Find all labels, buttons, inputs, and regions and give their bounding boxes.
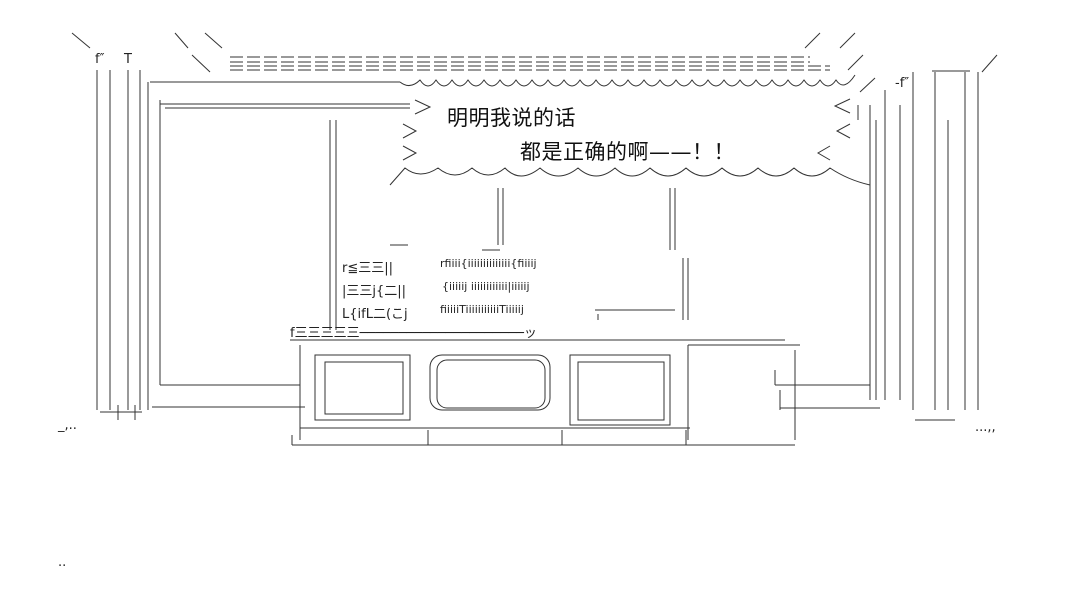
corner-bottom-dots: .. — [58, 555, 67, 570]
back-wall-frame — [160, 103, 689, 330]
corner-left-dots: _,.. — [58, 418, 77, 433]
mark-f-left: f″ — [95, 52, 105, 67]
mark-t: T — [124, 52, 132, 67]
bottle-row-3: fiiiiiTiiiiiiiiiiiTiiiiij — [440, 303, 524, 316]
shelf-row-1: r≦三三|| — [342, 261, 393, 276]
ceiling-beam — [230, 56, 830, 71]
shelf-bracket — [390, 244, 675, 320]
ceiling-diagonal-right — [804, 32, 821, 49]
speech-line-1: 明明我说的话 — [447, 106, 576, 130]
counter-top-ascii: f三三三三三─────────────────────ッ — [290, 326, 537, 341]
corner-right-dots: ...,, — [975, 420, 996, 435]
mark-f-right: -f″ — [895, 76, 910, 91]
bottle-row-2: {iiiiij iiiiiiiiiiii|iiiiij — [442, 280, 530, 293]
speech-line-2: 都是正确的啊——！！ — [520, 140, 735, 164]
right-pillars — [857, 72, 979, 421]
shelf-row-3: L{ifL二(こj — [342, 307, 408, 322]
speech-bubble — [389, 74, 871, 186]
left-pillars — [96, 70, 161, 420]
ceiling-diagonal-left — [71, 32, 91, 49]
counter — [152, 339, 880, 446]
shelf-row-2: |三三j{二|| — [342, 284, 407, 299]
bottle-row-1: rfiiii{iiiiiiiiiiiiii{fiiiij — [440, 257, 537, 270]
